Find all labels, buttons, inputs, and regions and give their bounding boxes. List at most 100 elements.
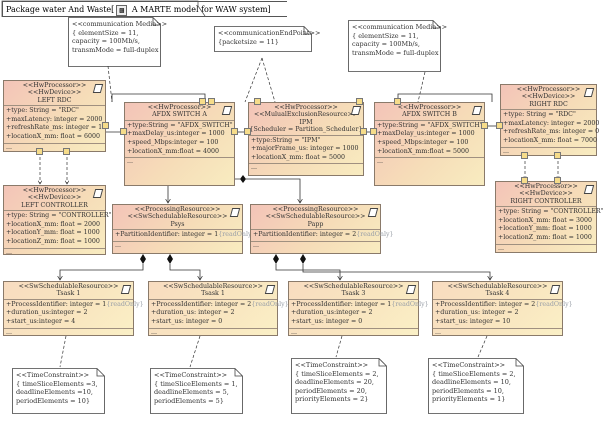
- note-time-constraint-1: <<TimeConstraint>>{ timeSliceElements =3…: [12, 368, 105, 414]
- note-line: <<TimeConstraint>>: [295, 361, 369, 369]
- note-line: periodElements = 10,: [432, 386, 504, 395]
- stereotype: <<HwDevice>>: [27, 194, 82, 202]
- box-name: LEFT CONTROLLER: [21, 201, 88, 209]
- box-operations: ...: [125, 157, 234, 165]
- stereotype: <<ProcessingResource>>: [272, 206, 359, 213]
- box-attributes: +type: String = "RDC"+maxLatency: intege…: [4, 106, 106, 142]
- note-line: priorityElements = 1}: [432, 395, 506, 404]
- attribute-row: +type: String = "CONTROLLER": [6, 212, 112, 221]
- attribute-row: +locationX_mm: float = 5000: [251, 154, 361, 163]
- attribute-text: +locationX_mm: float = 7000: [503, 137, 598, 144]
- attribute-row: +PartitionIdentifier: integer = 2{readOn…: [253, 231, 394, 240]
- box-left-rdc[interactable]: <<HwProcessor>><<HwDevice>>LEFT RDC+type…: [3, 80, 106, 152]
- box-name: Papp: [307, 220, 324, 228]
- box-operations: ...: [289, 327, 418, 336]
- box-operations: ...: [149, 327, 277, 336]
- box-afdx-switch-b[interactable]: <<HwProcessor>>AFDX SWITCH B+type:String…: [374, 102, 485, 186]
- box-header: <<SwSchedulableResource>>Tsask 4: [433, 282, 562, 300]
- stereotype: <<HwDevice>>: [521, 93, 576, 101]
- attribute-row: +ProcessIdentifier: integer = 2{readOnly…: [151, 301, 289, 310]
- stereotype: <<SwSchedulableResource>>: [163, 283, 263, 290]
- attribute-text: +duration_us: integer = 2: [435, 309, 519, 317]
- dash-endpoint-a: [244, 57, 263, 103]
- port-leftrdc-bottom2: [63, 148, 70, 155]
- box-right-controller[interactable]: <<HwProcessor>><<HwDevice>>RIGHT CONTROL…: [495, 181, 604, 253]
- attribute-text: +speed_Mbps:integer = 100: [127, 139, 219, 146]
- note-line: deadlineElements = 20,: [295, 378, 374, 387]
- note-line: <<communication Media>>: [72, 20, 168, 28]
- box-afdx-switch-a[interactable]: <<HwProcessor>>AFDX SWITCH A+type:String…: [124, 102, 235, 186]
- box-attributes: +ProcessIdentifier: integer = 1{readOnly…: [289, 300, 429, 328]
- note-line: <<TimeConstraint>>: [432, 361, 506, 369]
- box-attributes: +ProcessIdentifier: integer = 2{readOnly…: [433, 300, 573, 328]
- box-left-controller[interactable]: <<HwProcessor>><<HwDevice>>LEFT CONTROLL…: [3, 185, 112, 256]
- stereotype: <<SwSchedulableResource>>: [303, 283, 404, 290]
- attribute-text: +start_us: integer = 10: [435, 318, 511, 325]
- note-line: {packetsize = 11}: [218, 37, 279, 46]
- link-papp-tsask4: [302, 264, 490, 280]
- box-psys[interactable]: <<ProcessingResource>><<SwSchedulableRes…: [112, 204, 256, 254]
- box-right-rdc[interactable]: <<HwProcessor>><<HwDevice>>RIGHT RDC+typ…: [500, 84, 599, 156]
- box-ipm[interactable]: <<HwProcessor>><<MulualExclusionResource…: [248, 102, 364, 176]
- port-rightrdc-bottom1: [521, 152, 528, 159]
- box-header: <<HwProcessor>><<HwDevice>>RIGHT RDC: [501, 85, 596, 111]
- box-name: AFDX SWITCH A: [152, 111, 207, 119]
- attribute-row: +locationX_mm: float = 7000: [503, 137, 598, 146]
- attribute-text: +maxLatency: integer = 2000: [6, 115, 103, 123]
- port-afdxb-top: [394, 98, 401, 105]
- note-comm-media-left: <<communication Media>>{ elementSize = 1…: [68, 17, 168, 67]
- attribute-row: +refreshRate_ms: integer = 0: [503, 128, 599, 137]
- readonly-tag: {readOnly}: [535, 300, 573, 308]
- box-tsask-3[interactable]: <<SwSchedulableResource>>Tsask 3+Process…: [288, 281, 429, 336]
- box-name: RIGHT RDC: [529, 100, 568, 108]
- link-psys-tsask1b: [169, 264, 200, 280]
- box-tsask-1b[interactable]: <<SwSchedulableResource>>Tsask 1+Process…: [148, 281, 289, 336]
- stereotype: <<HwProcessor>>: [22, 187, 87, 194]
- stereotype: <<HwProcessor>>: [514, 183, 578, 190]
- port-ipm-right: [360, 128, 367, 135]
- port-rightrdc-left: [496, 122, 503, 129]
- note-comm-endpoint: <<communicationEndPoint>>{packetsize = 1…: [214, 26, 321, 52]
- stereotype: <<HwProcessor>>: [516, 86, 581, 93]
- stereotype: <<SwSchedulableResource>>: [265, 213, 366, 221]
- attribute-text: +ProcessIdentifier: integer = 1: [291, 300, 392, 308]
- note-line: <<communicationEndPoint>>: [218, 29, 321, 37]
- box-header: <<SwSchedulableResource>>Tsask 3: [289, 282, 418, 300]
- attribute-text: +locationX_mm:float = 5000: [377, 147, 470, 155]
- attribute-text: +type:String = "AFDX_SWITCH": [127, 121, 233, 129]
- attribute-text: +locationX_mm: float = 2000: [6, 220, 101, 228]
- link-bus-b: [397, 93, 493, 102]
- box-header: <<SwSchedulableResource>>Tsask 1: [149, 282, 277, 300]
- frame-border: [1, 0, 206, 17]
- port-afdxa-top1: [199, 98, 206, 105]
- dash-tsask4-tc4: [477, 335, 488, 358]
- attribute-text: +PartitionIdentifier: integer = 1: [115, 231, 219, 239]
- box-operations: ...: [375, 157, 484, 165]
- box-operations: ...: [496, 243, 596, 252]
- dash-tsask1a-tc1: [59, 335, 67, 368]
- port-ipm-left: [244, 128, 251, 135]
- box-operations: ...: [249, 163, 363, 171]
- link-papp-tsask3: [275, 264, 340, 280]
- readonly-tag: {readOnly}: [251, 300, 289, 308]
- frame-title-prefix: Package water And Waste[: [6, 5, 115, 14]
- port-rightctrl-top1: [521, 177, 528, 184]
- box-name: LEFT RDC: [37, 96, 72, 104]
- attribute-text: +type: String = "CONTROLLER": [6, 212, 112, 220]
- attribute-row: +locationZ_mm: float = 1000: [498, 234, 594, 243]
- attribute-text: +type:String = "IPM": [251, 136, 321, 144]
- attribute-text: +locationY_mm: float = 1000: [498, 225, 592, 233]
- box-papp[interactable]: <<ProcessingResource>><<SwSchedulableRes…: [250, 204, 394, 254]
- attribute-row: +speed_Mbps:integer = 100: [127, 139, 232, 148]
- attribute-row: +start_us: integer = 0: [291, 318, 416, 327]
- note-line: priorityElements = 2}: [295, 395, 369, 404]
- note-line: periodElements = 20,: [295, 386, 367, 395]
- attribute-text: +ProcessIdentifier: integer = 2: [435, 300, 536, 308]
- box-attributes: +type: String = "RDC"+maxLatency: intege…: [501, 110, 599, 146]
- box-tsask-4[interactable]: <<SwSchedulableResource>>Tsask 4+Process…: [432, 281, 573, 336]
- attribute-row: +maxLatency: integer = 2000: [6, 116, 103, 125]
- port-leftrdc-bottom1: [36, 148, 43, 155]
- note-line: transmMode = full-duplex: [72, 45, 159, 54]
- note-line: deadlineElements =10,: [16, 388, 93, 397]
- box-tsask-1a[interactable]: <<SwSchedulableResource>>Tsask 1+Process…: [3, 281, 144, 336]
